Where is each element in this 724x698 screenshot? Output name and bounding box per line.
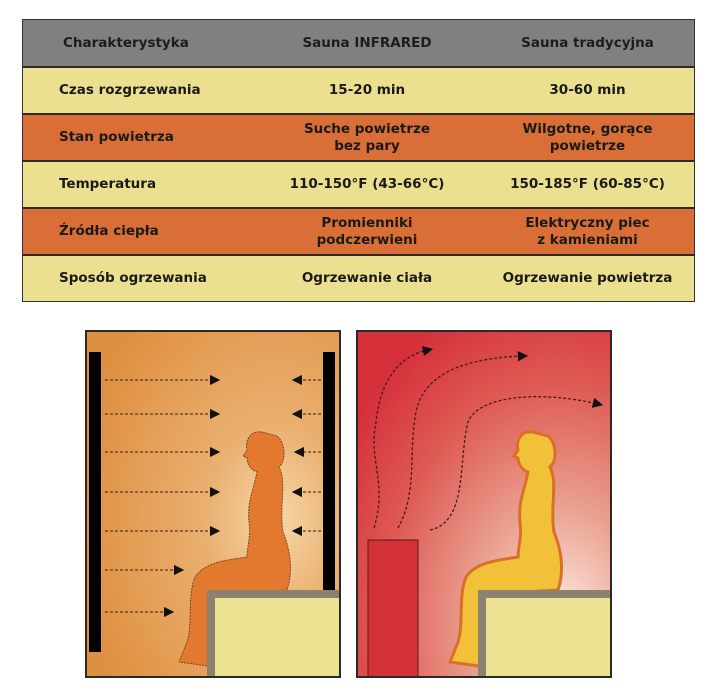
infrared-value: Suche powietrze bez pary <box>303 120 431 154</box>
stove <box>367 539 419 676</box>
traditional-value: Wilgotne, gorące powietrze <box>522 120 653 154</box>
infrared-value: Ogrzewanie ciała <box>301 270 433 286</box>
row-label: Czas rozgrzewania <box>59 82 201 98</box>
table-row: Stan powietrza Suche powietrze bez pary … <box>23 113 694 160</box>
person-silhouette <box>178 431 291 671</box>
infrared-value: 110-150°F (43-66°C) <box>289 176 445 192</box>
traditional-sauna-illustration <box>356 330 612 678</box>
bench <box>215 598 339 676</box>
row-label: Stan powietrza <box>59 129 174 145</box>
header-infrared: Sauna INFRARED <box>302 34 432 51</box>
row-label: Źródła ciepła <box>59 223 159 239</box>
infrared-value: 15-20 min <box>328 82 406 98</box>
hot-air-flow-arrows <box>373 345 604 531</box>
traditional-value: 150-185°F (60-85°C) <box>510 176 665 192</box>
left-heater-panel <box>89 352 101 652</box>
radiation-arrows <box>105 374 321 618</box>
header-characteristic: Charakterystyka <box>63 34 189 51</box>
row-label: Sposób ogrzewania <box>59 270 207 286</box>
comparison-table: Charakterystyka Sauna INFRARED Sauna tra… <box>22 19 695 302</box>
row-label: Temperatura <box>59 176 157 192</box>
infrared-sauna-illustration <box>85 330 341 678</box>
table-row: Sposób ogrzewania Ogrzewanie ciała Ogrze… <box>23 254 694 301</box>
table-header: Charakterystyka Sauna INFRARED Sauna tra… <box>23 20 694 66</box>
bench <box>486 598 610 676</box>
infrared-value: Promienniki podczerwieni <box>316 214 418 248</box>
header-traditional: Sauna tradycyjna <box>521 34 654 51</box>
table-row: Temperatura 110-150°F (43-66°C) 150-185°… <box>23 160 694 207</box>
traditional-value: Elektryczny piec z kamieniami <box>525 214 650 248</box>
traditional-value: 30-60 min <box>549 82 626 98</box>
traditional-value: Ogrzewanie powietrza <box>502 270 673 286</box>
person-silhouette <box>447 430 563 673</box>
table-row: Czas rozgrzewania 15-20 min 30-60 min <box>23 66 694 113</box>
table-row: Źródła ciepła Promienniki podczerwieni E… <box>23 207 694 254</box>
